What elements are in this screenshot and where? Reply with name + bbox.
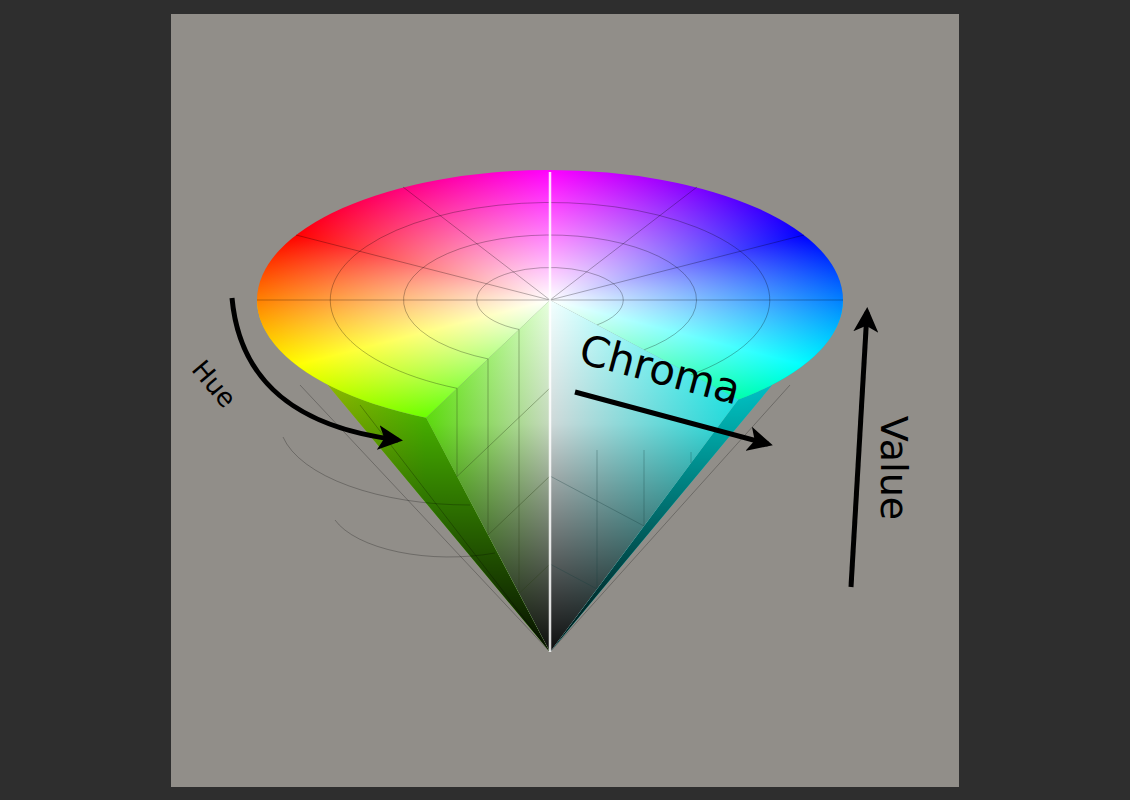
grid-line: [550, 564, 597, 589]
value-axis: [549, 172, 552, 652]
grid-line: [457, 389, 458, 477]
chroma-arrow: [575, 392, 768, 444]
grid-line: [691, 452, 692, 463]
grid-spoke: [403, 187, 550, 300]
grid-line: [488, 476, 550, 535]
hue-arrow: [232, 298, 398, 440]
grid-line: [519, 330, 520, 594]
grid-spoke: [550, 235, 804, 300]
value-label: Value: [872, 416, 914, 520]
grid-line: [644, 450, 645, 526]
grid-line: [519, 564, 550, 594]
value-arrow: [851, 312, 867, 587]
grid-line: [550, 476, 644, 526]
green-face-shade: [426, 300, 550, 652]
grid-spoke: [550, 187, 697, 300]
grid-spoke: [257, 300, 550, 301]
grid-line: [597, 450, 598, 589]
grid-spoke: [550, 300, 843, 301]
green-face: [426, 300, 550, 652]
green-face-grid: [457, 330, 550, 594]
grid-spoke: [296, 235, 550, 300]
grid-line: [335, 520, 495, 557]
cyan-face-grid: [550, 450, 691, 589]
grid-line: [457, 388, 550, 477]
